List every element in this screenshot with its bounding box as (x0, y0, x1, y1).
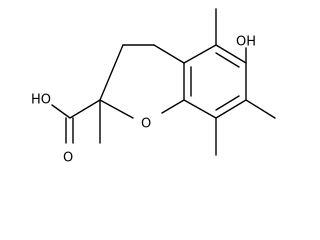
aromatic-ring (183, 44, 247, 119)
bond-c8-c8a (183, 99, 217, 119)
bond-c5-c6 (215, 44, 247, 64)
bond-c4a-c4 (153, 44, 185, 64)
bond-o1-c8a (161, 99, 185, 114)
bond-c7-c8-inner (215, 95, 240, 111)
bond-c7-c8 (215, 99, 247, 119)
acid-hydroxyl-label: HO (31, 93, 51, 108)
molecular-structure-diagram: O O HO OH (31, 8, 276, 166)
pyran-ring (99, 44, 185, 119)
bond-c3-c2 (99, 44, 124, 101)
ring-oxygen-label: O (141, 117, 151, 132)
bond-carboxyl-hydroxyl (51, 104, 71, 119)
phenol-hydroxyl-label: OH (236, 35, 256, 50)
bond-c4a-c5 (183, 44, 217, 64)
carboxylic-acid-group (51, 99, 101, 144)
carbonyl-oxygen-label: O (63, 151, 73, 166)
bond-c2-o1 (99, 99, 134, 119)
bond-methyl-c7 (245, 99, 276, 119)
bond-c5-c6-inner (215, 52, 240, 68)
bond-c2-carboxyl-carbon (69, 99, 101, 119)
methyl-groups (99, 8, 276, 156)
